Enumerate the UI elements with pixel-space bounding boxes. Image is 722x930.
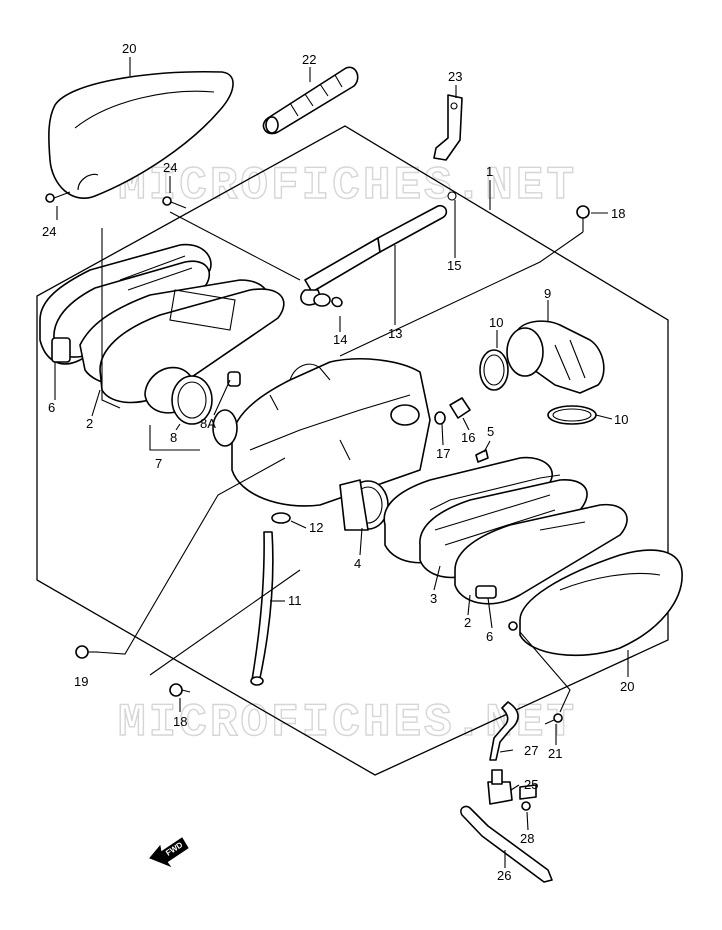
callout-1: 1	[486, 164, 493, 179]
callouts: 20 22 23 1 24 24 18 15 9 14 13 10 6 2 8 …	[42, 41, 634, 883]
part-16-part-17-plug	[434, 397, 471, 425]
callout-9: 9	[544, 286, 551, 301]
air-box-main	[212, 358, 431, 507]
callout-12: 12	[309, 520, 323, 535]
callout-4: 4	[354, 556, 361, 571]
assembly-frame	[36, 125, 669, 776]
part-5-screw	[475, 449, 489, 463]
part-22-hose	[262, 66, 359, 135]
callout-28: 28	[520, 831, 534, 846]
callout-17: 17	[436, 446, 450, 461]
callout-18-bottom: 18	[173, 714, 187, 729]
right-case-assembly	[383, 456, 628, 605]
part-18-bolt-top	[576, 205, 590, 232]
leader-lines	[54, 57, 629, 868]
left-case-assembly	[39, 243, 285, 425]
callout-14: 14	[333, 332, 347, 347]
callout-10-b: 10	[614, 412, 628, 427]
callout-5: 5	[487, 424, 494, 439]
fwd-arrow-icon: FWD	[149, 837, 189, 868]
part-23-bracket	[433, 94, 463, 161]
callout-8: 8	[170, 430, 177, 445]
callout-18-top: 18	[611, 206, 625, 221]
part-26-hose	[460, 805, 553, 883]
callout-19: 19	[74, 674, 88, 689]
callout-26: 26	[497, 868, 511, 883]
callout-21: 21	[548, 746, 562, 761]
part-13-breather-tube	[300, 191, 457, 308]
part-19-bolt	[75, 645, 98, 659]
callout-11: 11	[288, 593, 302, 608]
callout-8a: 8A	[200, 416, 216, 431]
callout-15: 15	[447, 258, 461, 273]
callout-10-a: 10	[489, 315, 503, 330]
callout-22: 22	[302, 52, 316, 67]
callout-13: 13	[388, 326, 402, 341]
callout-20-top: 20	[122, 41, 136, 56]
callout-16: 16	[461, 430, 475, 445]
part-25-27-drain-assembly	[487, 701, 537, 811]
callout-2-right: 2	[464, 615, 471, 630]
part-11-drain-hose	[250, 512, 291, 686]
part-4-joint	[339, 479, 389, 531]
part-10-clamps	[479, 349, 597, 425]
callout-25: 25	[524, 777, 538, 792]
callout-24-left: 24	[42, 224, 56, 239]
callout-23: 23	[448, 69, 462, 84]
callout-6-right: 6	[486, 629, 493, 644]
callout-7: 7	[155, 456, 162, 471]
part-24-bolt-left	[45, 191, 71, 203]
part-24-bolt-mid	[162, 196, 187, 209]
part-21-bolt	[544, 713, 563, 725]
callout-6-left: 6	[48, 400, 55, 415]
callout-2-left: 2	[86, 416, 93, 431]
part-18-bolt-bottom	[169, 683, 191, 697]
callout-27: 27	[524, 743, 538, 758]
part-9-intake-elbow	[506, 320, 605, 394]
callout-3: 3	[430, 591, 437, 606]
part-20-cover-bottom	[508, 549, 683, 657]
part-20-cover-top	[48, 70, 234, 199]
callout-24-mid: 24	[163, 160, 177, 175]
callout-20-bottom: 20	[620, 679, 634, 694]
watermark-top: MICROFICHES.NET	[118, 160, 577, 212]
